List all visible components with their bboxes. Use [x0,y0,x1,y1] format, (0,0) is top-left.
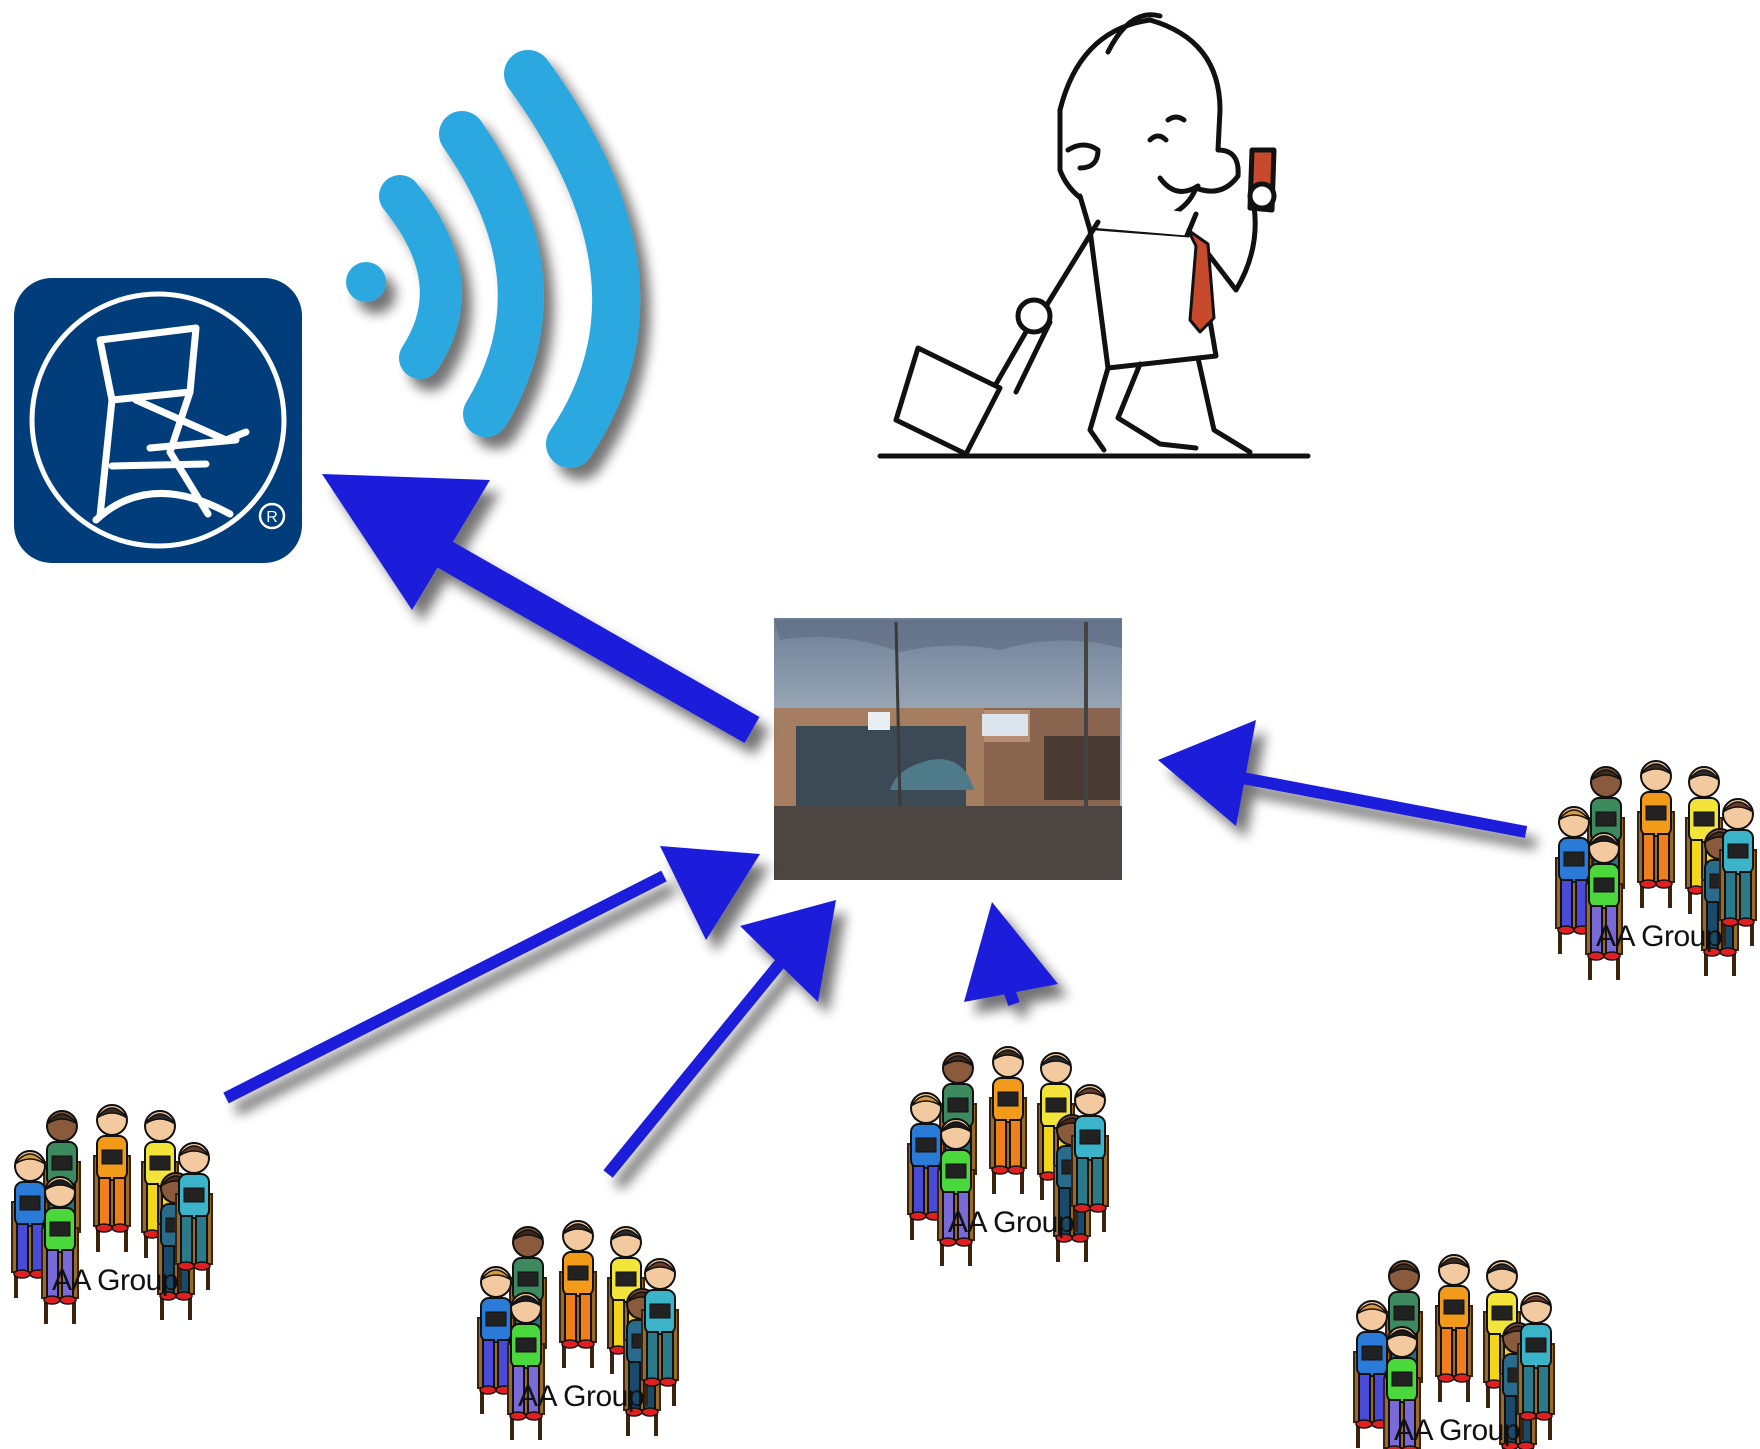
aa-group-4: AA Group [1544,738,1760,980]
seated-person [641,1258,679,1406]
seated-person [937,1118,975,1266]
seated-person [1353,1300,1391,1448]
seated-person [907,1092,945,1240]
seated-person [1719,798,1757,946]
seated-person [1585,832,1623,980]
people-in-circle-icon [907,1046,1109,1266]
seated-person [93,1104,131,1252]
traveler-with-phone-illustration [877,12,1311,459]
people-in-circle-icon [1555,760,1757,980]
people-in-circle-icon [1353,1254,1555,1449]
group-label: AA Group [1595,920,1723,953]
group-label: AA Group [51,1264,179,1297]
arrow-group2-to-office [603,900,836,1178]
aa-group-1: AA Group [0,1082,230,1324]
seated-person [477,1266,515,1414]
seated-person [1383,1326,1421,1449]
central-office-building-photo [774,618,1122,880]
seated-person [989,1046,1027,1194]
seated-person [41,1176,79,1324]
seated-person [11,1150,49,1298]
meeting-guide-app-icon: R [14,278,302,563]
aa-group-2: AA Group [466,1198,696,1440]
people-in-circle-icon [477,1220,679,1440]
arrow-group1-to-office [223,846,760,1104]
seated-person [1637,760,1675,908]
group-label: AA Group [517,1380,645,1413]
seated-person [559,1220,597,1368]
group-label: AA Group [1393,1414,1521,1447]
wifi-signal-icon [346,50,641,468]
seated-person [1517,1292,1555,1440]
people-in-circle-icon [11,1104,213,1324]
arrows [223,474,1528,1178]
arrow-office-to-app [322,474,760,744]
arrow-group3-to-office [964,902,1058,1006]
arrow-group4-to-office [1158,720,1528,838]
seated-person [507,1292,545,1440]
aa-group-5: AA Group [1342,1232,1572,1449]
seated-person [175,1142,213,1290]
seated-person [1435,1254,1473,1402]
aa-group-3: AA Group [896,1024,1126,1266]
svg-text:R: R [266,509,278,526]
group-label: AA Group [947,1206,1075,1239]
folding-chair-icon [92,324,250,524]
seated-person [1071,1084,1109,1232]
